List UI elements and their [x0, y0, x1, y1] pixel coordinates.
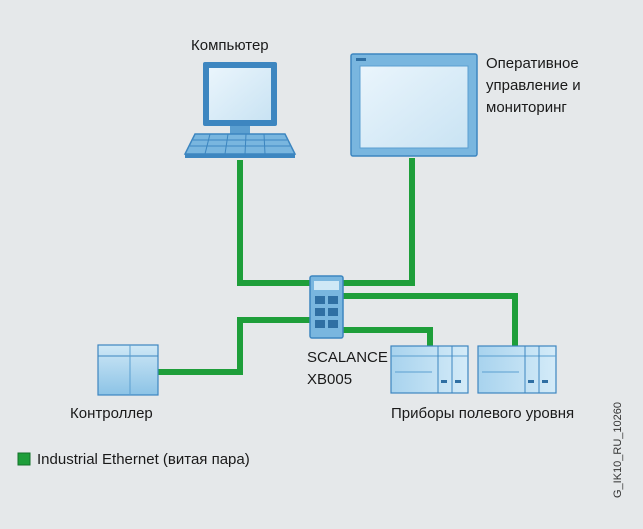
label-hmi-line1: Оперативное [486, 55, 579, 72]
cable-computer [237, 160, 310, 286]
computer-icon [183, 62, 297, 158]
scalance-switch-icon [309, 275, 344, 339]
cable-field-device-1 [343, 327, 433, 346]
label-switch-line1: SCALANCE [307, 349, 388, 366]
cable-field-device-2 [343, 293, 518, 346]
label-computer: Компьютер [191, 37, 269, 54]
cable-controller [158, 317, 310, 375]
figure-id: G_IK10_RU_10260 [612, 401, 624, 498]
label-hmi-line3: мониторинг [486, 99, 567, 116]
label-hmi-line2: управление и [486, 77, 581, 94]
label-switch-line2: XB005 [307, 371, 353, 388]
ethernet-cables [158, 158, 518, 375]
label-field-devices: Приборы полевого уровня [391, 405, 575, 422]
legend-label: Industrial Ethernet (витая пара) [37, 451, 250, 468]
hmi-panel-icon [350, 53, 478, 157]
field-device-2-icon [477, 345, 557, 394]
legend-swatch-ethernet [17, 452, 31, 466]
cable-hmi [343, 158, 415, 286]
label-controller: Контроллер [70, 405, 153, 422]
controller-icon [97, 344, 159, 396]
field-device-1-icon [390, 345, 469, 394]
